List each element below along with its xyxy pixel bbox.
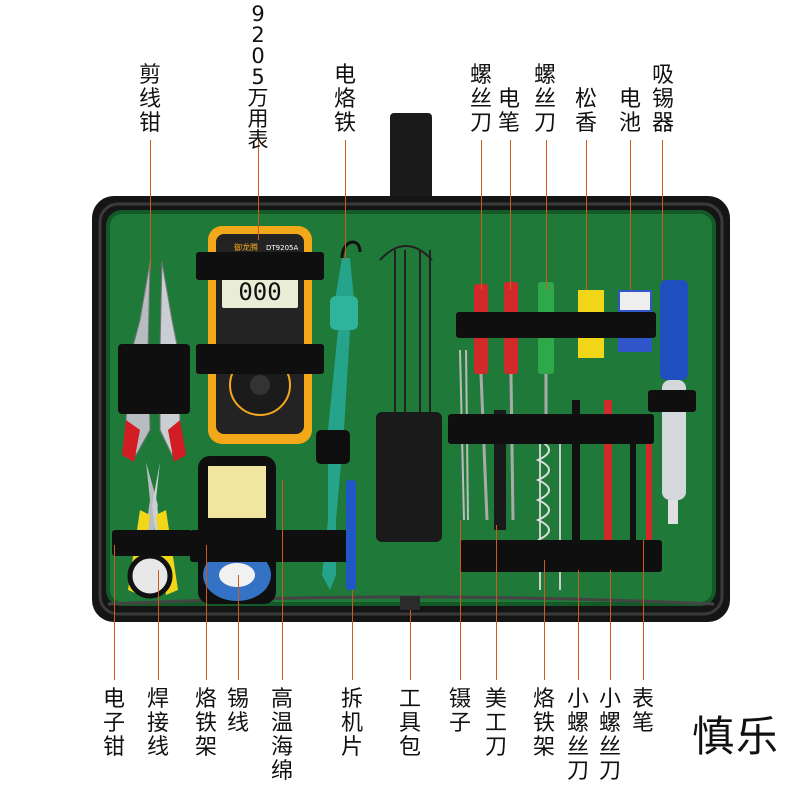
leader-pry-tool xyxy=(352,590,353,680)
multimeter-display: 000 xyxy=(238,278,281,306)
label-battery: 电池 xyxy=(618,87,641,136)
leader-solder-wire-helper xyxy=(158,570,159,680)
label-sponge: 高温海绵 xyxy=(270,687,293,784)
label-rosin: 松香 xyxy=(574,87,597,136)
leader-sponge xyxy=(282,480,283,680)
leader-solder-wire xyxy=(238,575,239,680)
leader-tool-bag xyxy=(410,610,411,680)
label-multimeter: 9205万用表 xyxy=(247,2,269,152)
leader-small-screwdriver-1 xyxy=(578,570,579,680)
label-pry-tool: 拆机片 xyxy=(340,687,363,760)
electronic-pliers-image xyxy=(112,462,192,599)
label-screwdriver-1: 螺丝刀 xyxy=(469,63,492,136)
label-solder-wire-helper: 焊接线 xyxy=(146,687,169,760)
multimeter-image: 000 御龙腾 DT9205A xyxy=(196,226,324,444)
iron-stand-image xyxy=(190,456,350,604)
leader-desoldering-pump xyxy=(662,140,663,280)
label-solder-wire: 锡线 xyxy=(226,687,249,736)
tool-bag-image xyxy=(376,245,442,542)
multimeter-model: DT9205A xyxy=(266,244,298,252)
label-small-screwdriver-1: 小螺丝刀 xyxy=(566,687,589,784)
label-iron-stand: 烙铁架 xyxy=(194,687,217,760)
label-test-pen: 电笔 xyxy=(497,87,520,136)
leader-electronic-pliers xyxy=(114,545,115,680)
leader-iron-stand xyxy=(206,545,207,680)
leader-iron-stand-2 xyxy=(544,560,545,680)
desoldering-pump-image xyxy=(648,280,696,524)
wire-cutter-image xyxy=(118,261,190,462)
leader-screwdriver-1 xyxy=(481,140,482,290)
label-tweezers: 镊子 xyxy=(448,687,471,736)
leader-small-screwdriver-2 xyxy=(610,570,611,680)
leader-rosin xyxy=(586,140,587,290)
label-wire-cutter: 剪线钳 xyxy=(138,63,161,136)
leader-battery xyxy=(630,140,631,290)
label-electronic-pliers: 电子钳 xyxy=(102,687,125,760)
label-small-screwdriver-2: 小螺丝刀 xyxy=(598,687,621,784)
leader-tweezers xyxy=(460,520,461,680)
leader-screwdriver-2 xyxy=(546,140,547,290)
tools-row-image xyxy=(448,349,662,590)
brand-watermark: 慎乐 xyxy=(692,712,781,761)
label-tool-bag: 工具包 xyxy=(398,687,421,760)
label-iron-stand-2: 烙铁架 xyxy=(532,687,555,760)
pry-tool-image xyxy=(346,480,356,590)
leader-wire-cutter xyxy=(150,140,151,270)
label-desoldering-pump: 吸锡器 xyxy=(651,63,674,136)
label-utility-knife: 美工刀 xyxy=(484,687,507,760)
soldering-iron-image xyxy=(316,240,362,590)
leader-multimeter xyxy=(258,140,259,240)
multimeter-brand: 御龙腾 xyxy=(234,242,258,252)
leader-test-pen xyxy=(510,140,511,290)
leader-utility-knife xyxy=(496,525,497,680)
label-probe: 表笔 xyxy=(631,687,654,736)
leader-probe xyxy=(643,540,644,680)
label-screwdriver-2: 螺丝刀 xyxy=(533,63,556,136)
leader-soldering-iron xyxy=(345,140,346,260)
label-soldering-iron: 电烙铁 xyxy=(333,63,356,136)
